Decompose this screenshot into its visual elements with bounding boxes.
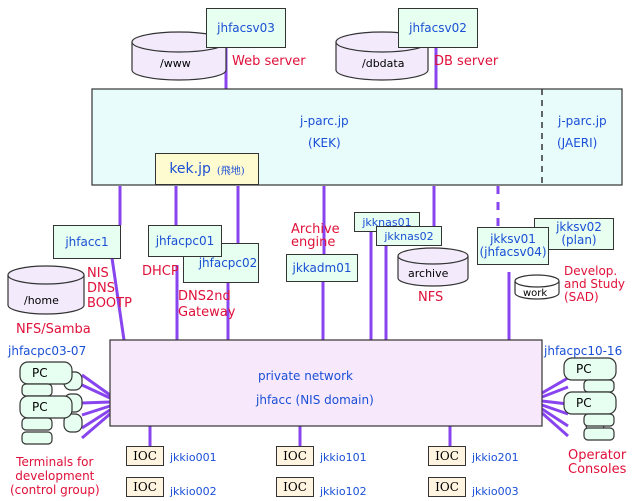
ioc-jkkio101: jkkio101 xyxy=(320,451,367,464)
right-pc-label-2: PC xyxy=(576,396,592,410)
role-dns: DNS xyxy=(87,281,115,296)
disk-dbdata-label: /dbdata xyxy=(362,57,405,70)
server-jkkadm01-label: jkkadm01 xyxy=(292,260,352,275)
jparc-jaeri-domain: j-parc.jp xyxy=(558,114,607,128)
left-pc-label-1: PC xyxy=(32,366,48,380)
jparc-jaeri-sub: (JAERI) xyxy=(557,136,598,150)
web-server-role: Web server xyxy=(232,54,306,69)
ioc-box-jkkio002: IOC xyxy=(126,477,164,497)
ioc-box-jkkio003: IOC xyxy=(428,477,466,497)
kek-jp-network: kek.jp (飛地) xyxy=(155,153,259,185)
server-jhfacsv02: jhfacsv02 xyxy=(398,8,478,48)
role-nfs: NFS xyxy=(418,290,444,305)
server-jkknas02-label: jkknas02 xyxy=(384,229,434,243)
server-jhfacpc02-label: jhfacpc02 xyxy=(198,255,258,270)
jparc-kek-sub: (KEK) xyxy=(308,136,341,150)
left-pc-label-2: PC xyxy=(32,400,48,414)
ioc-box-jkkio001: IOC xyxy=(126,446,164,466)
terminals-line-1: Terminals for xyxy=(16,455,94,469)
role-develop-3: (SAD) xyxy=(564,290,599,304)
left-pc-range: jhfacpc03-07 xyxy=(8,344,87,358)
server-jkksv01: jkksv01(jhfacsv04) xyxy=(477,227,549,265)
disk-work-label: work xyxy=(523,288,548,299)
server-jhfacpc01-label: jhfacpc01 xyxy=(155,233,215,248)
archive-engine-role: Archive engine xyxy=(291,223,340,249)
server-jkkadm01: jkkadm01 xyxy=(286,254,358,282)
server-jkksv01-label: jkksv01 xyxy=(490,232,536,246)
jhfacc1-roles: NIS DNS BOOTP xyxy=(87,266,132,311)
role-nfs-samba: NFS/Samba xyxy=(16,322,91,337)
role-develop-2: and Study xyxy=(564,277,626,291)
ioc-jkkio002: jkkio002 xyxy=(170,485,217,498)
role-archive-1: Archive xyxy=(291,222,340,237)
role-dns2nd: DNS2nd xyxy=(178,289,231,304)
kek-jp-label: kek.jp xyxy=(169,161,211,177)
role-nis: NIS xyxy=(87,266,109,281)
server-jkksv01-sub: (jhfacsv04) xyxy=(479,245,547,259)
server-jhfacsv02-label: jhfacsv02 xyxy=(409,20,467,35)
role-gateway: Gateway xyxy=(178,305,236,320)
kek-jp-sub: (飛地) xyxy=(216,165,245,177)
ioc-box-jkkio101: IOC xyxy=(276,446,314,466)
db-server-role: DB server xyxy=(434,54,499,69)
operator-label: Operator Consoles xyxy=(568,449,626,477)
server-jhfacsv03: jhfacsv03 xyxy=(206,8,286,48)
server-jkknas01-label: jkknas01 xyxy=(362,215,412,229)
private-network-label: private network xyxy=(258,369,353,383)
server-jkknas02: jkknas02 xyxy=(376,226,442,246)
jparc-kek-domain: j-parc.jp xyxy=(300,114,349,128)
ioc-jkkio003: jkkio003 xyxy=(472,485,519,498)
role-bootp: BOOTP xyxy=(87,296,132,311)
disk-home-label: /home xyxy=(24,294,59,307)
right-pc-range: jhfacpc10-16 xyxy=(544,344,623,358)
server-jhfacsv03-label: jhfacsv03 xyxy=(217,20,275,35)
role-dhcp: DHCP xyxy=(142,264,179,279)
operator-line-1: Operator xyxy=(568,448,627,463)
develop-role: Develop. and Study (SAD) xyxy=(564,265,625,304)
ioc-jkkio102: jkkio102 xyxy=(320,485,367,498)
terminals-line-3: (control group) xyxy=(10,483,100,497)
disk-www-label: /www xyxy=(160,57,191,70)
server-jkksv02-sub: (plan) xyxy=(561,233,597,247)
ioc-jkkio201: jkkio201 xyxy=(472,451,519,464)
disk-archive-label: archive xyxy=(408,267,449,280)
terminals-label: Terminals for development (control group… xyxy=(10,455,100,497)
operator-line-2: Consoles xyxy=(568,462,627,477)
terminals-line-2: development xyxy=(15,469,95,483)
private-network-domain: jhfacc (NIS domain) xyxy=(256,393,374,407)
server-jhfacc1-label: jhfacc1 xyxy=(65,234,109,249)
jhfacpc02-roles: DNS2nd Gateway xyxy=(178,289,235,321)
role-archive-2: engine xyxy=(291,235,336,250)
server-jkksv02-label: jkksv02 xyxy=(556,220,602,234)
role-develop-1: Develop. xyxy=(564,264,618,278)
server-jhfacpc01: jhfacpc01 xyxy=(148,225,222,257)
ioc-box-jkkio102: IOC xyxy=(276,477,314,497)
ioc-box-jkkio201: IOC xyxy=(428,446,466,466)
right-pc-label-1: PC xyxy=(576,362,592,376)
server-jhfacc1: jhfacc1 xyxy=(53,225,121,259)
ioc-jkkio001: jkkio001 xyxy=(170,451,217,464)
